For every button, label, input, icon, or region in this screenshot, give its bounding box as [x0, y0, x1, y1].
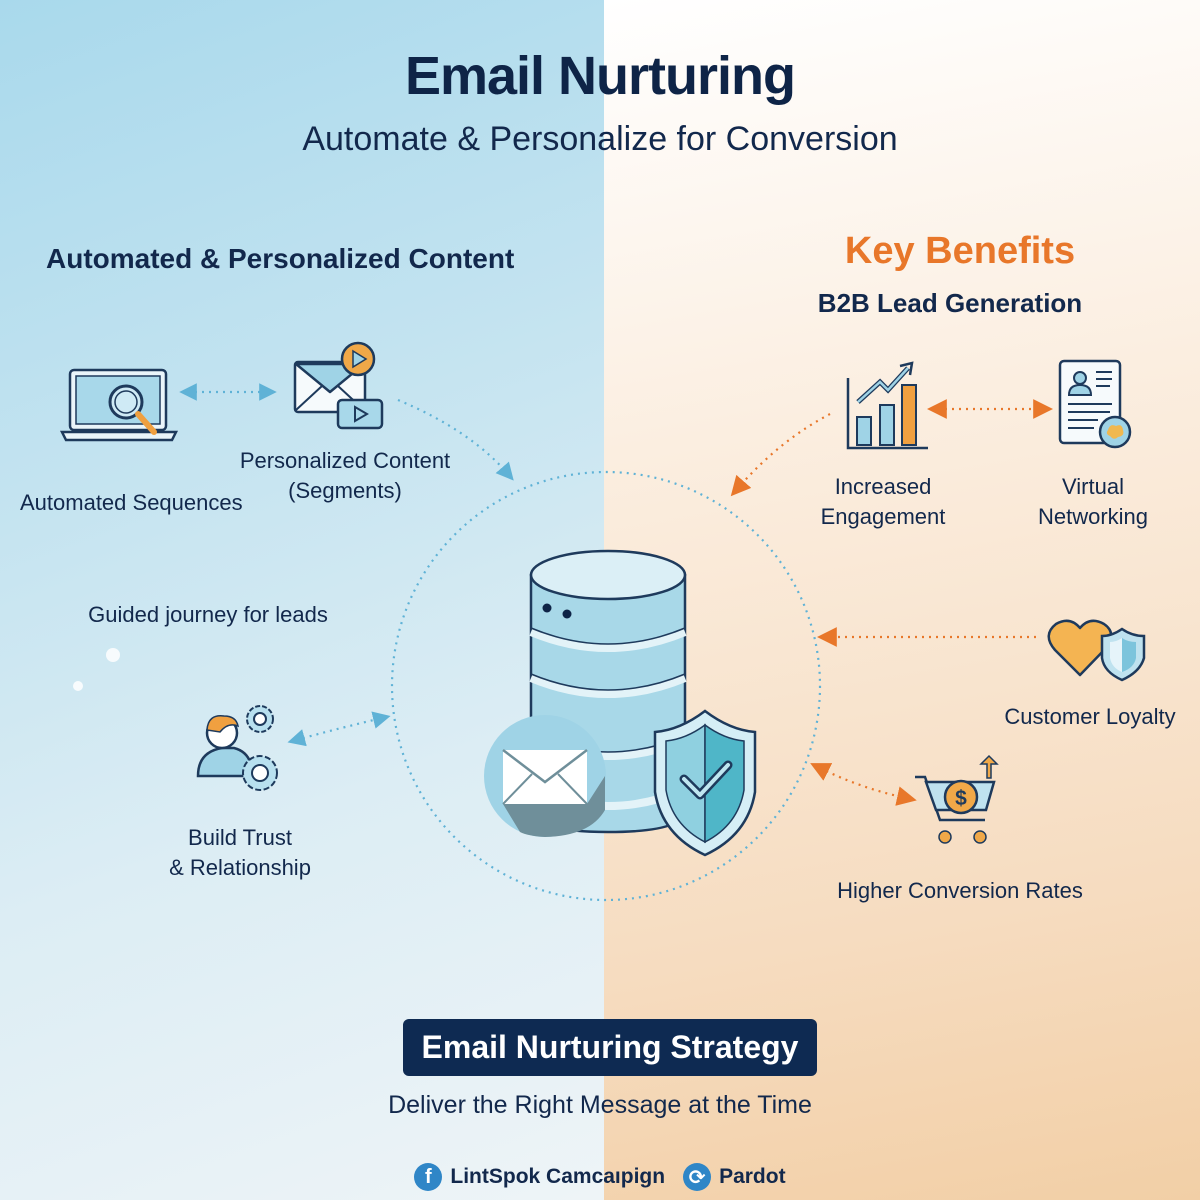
shield-check-icon: [653, 709, 757, 857]
label-automated-sequences: Automated Sequences: [20, 490, 243, 515]
label-line: Increased: [834, 474, 932, 499]
glow-dots: [73, 648, 120, 691]
envelope-icon: [484, 715, 606, 837]
page-title: Email Nurturing: [404, 46, 796, 106]
central-dotted-ring: [390, 470, 822, 902]
page-subtitle: Automate & Personalize for Conversion: [302, 120, 898, 158]
label-guided-journey: Guided journey for leads: [88, 602, 328, 627]
label-higher-conversion: Higher Conversion Rates: [837, 878, 1083, 903]
facebook-logo-icon: f: [414, 1163, 443, 1191]
cart-dollar-icon: $: [915, 754, 999, 844]
heart-shield-icon: [1047, 619, 1146, 682]
label-personalized-content: Personalized Content (Segments): [230, 446, 460, 506]
right-background: [604, 0, 1200, 1200]
left-background: [0, 0, 604, 1200]
label-increased-engagement: Increased Engagement: [798, 472, 968, 532]
label-line: Virtual: [1062, 474, 1124, 499]
connector-arrows: [179, 383, 1053, 806]
label-line: Engagement: [820, 504, 946, 529]
brand-name-1: LintSpok Camcaıpign: [450, 1165, 666, 1188]
pardot-logo-icon: ⟳: [683, 1163, 712, 1191]
strategy-banner: Email Nurturing Strategy: [403, 1019, 817, 1076]
right-section-subheading: B2B Lead Generation: [817, 288, 1083, 318]
label-line: Networking: [1037, 504, 1149, 529]
left-section-heading: Automated & Personalized Content: [46, 243, 515, 274]
brand-name-2: Pardot: [719, 1165, 786, 1188]
laptop-search-icon: [59, 368, 179, 442]
footer-brands: f LintSpok Camcaıpign ⟳ Pardot: [0, 1163, 1200, 1191]
person-gears-icon: [196, 705, 278, 791]
label-customer-loyalty: Customer Loyalty: [1004, 704, 1176, 729]
label-line: Build Trust: [188, 825, 292, 850]
strategy-tagline: Deliver the Right Message at the Time: [388, 1091, 812, 1119]
svg-text:$: $: [955, 787, 967, 810]
bar-chart-growth-icon: [846, 361, 928, 450]
label-virtual-networking: Virtual Networking: [1018, 472, 1168, 532]
email-video-icon: [293, 341, 384, 430]
profile-document-icon: [1058, 359, 1132, 449]
label-line: Personalized Content: [239, 448, 451, 473]
right-section-heading: Key Benefits: [844, 230, 1076, 272]
label-line: (Segments): [288, 478, 402, 503]
label-build-trust: Build Trust & Relationship: [140, 823, 340, 883]
label-line: & Relationship: [169, 855, 311, 880]
